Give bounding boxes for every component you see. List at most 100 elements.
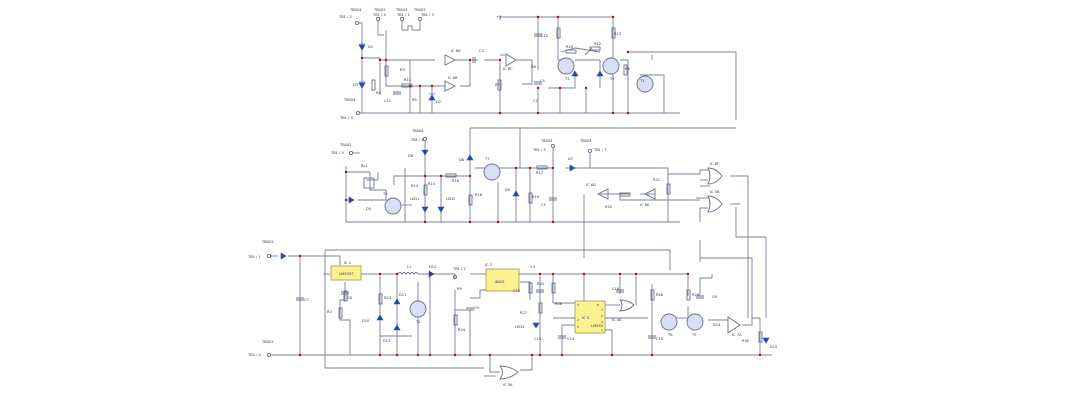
label-ic5b: IC 5B xyxy=(710,190,720,194)
diode-d4 xyxy=(280,252,287,260)
label-r13: R13 xyxy=(614,32,621,36)
label-r20: R20 xyxy=(605,205,613,209)
bottom-component-labels: C7 C8 R2 R23 D11 D10 D13 L1 D12 T2 R9 R2… xyxy=(304,265,777,387)
label-r7: R7 xyxy=(495,83,500,87)
label-d14: D14 xyxy=(713,323,721,327)
mid-connector-label-4: TB1 / 7 xyxy=(593,148,607,152)
label-t5: T5 xyxy=(609,77,614,81)
middle-gates xyxy=(596,167,723,213)
top-connector-label-5: TB1 / 3 xyxy=(339,116,353,120)
capacitor-c10 xyxy=(536,289,544,293)
gate-ic5a xyxy=(499,365,519,380)
transistor-t8 xyxy=(660,313,678,331)
label-r29: R29 xyxy=(692,293,700,297)
gate-ic4a xyxy=(619,299,635,312)
ic3-pin-label-1: 1 xyxy=(601,328,603,332)
resistor-r28 xyxy=(650,289,655,301)
bottom-resistors xyxy=(338,282,763,343)
top-tb-label-1: TB004 xyxy=(349,8,362,12)
transistor-t6 xyxy=(384,197,402,215)
label-c16: C16 xyxy=(612,287,620,291)
ic2-label: IC 2 xyxy=(485,263,492,267)
label-t6: T6 xyxy=(382,192,388,196)
ic3-pin-label-5: 5 xyxy=(577,325,579,329)
resistor-r19 xyxy=(528,192,533,204)
capacitor-c13 xyxy=(558,335,566,339)
ic3-label: IC 3 xyxy=(582,316,589,320)
middle-diodes xyxy=(348,149,576,213)
transistor-t7 xyxy=(483,163,501,181)
resistor-r10 xyxy=(565,49,577,54)
gate-ic6a xyxy=(444,54,457,66)
bottom-transistors xyxy=(409,300,704,331)
label-rl1: RL1 xyxy=(361,164,368,168)
diode-d9 xyxy=(512,190,520,197)
label-c5: C5 xyxy=(541,203,546,207)
bottom-tb-label-1: TB002 xyxy=(261,240,274,244)
label-c9: C9 xyxy=(474,306,480,310)
bottom-diodes xyxy=(280,252,770,344)
label-r11: R11 xyxy=(404,78,411,82)
label-r21: R21 xyxy=(653,178,660,182)
label-t7: T7 xyxy=(484,157,489,161)
diode-d15 xyxy=(762,337,770,344)
label-c15: C15 xyxy=(656,337,663,341)
label-r28: R28 xyxy=(656,293,664,297)
top-capacitors xyxy=(393,33,542,95)
middle-resistors xyxy=(423,165,671,206)
label-c12: C12 xyxy=(541,34,548,38)
label-c4: C4 xyxy=(540,79,546,83)
top-tb-label-5: TB004 xyxy=(343,98,356,102)
top-connector-label-1: TB1 / 2 xyxy=(338,15,352,19)
top-wires xyxy=(359,16,737,120)
middle-component-labels: D5 D6 R14 R15 R16 T6 LED1 LED2 D8 T7 R18… xyxy=(366,154,720,211)
bottom-wires xyxy=(271,175,772,377)
capacitor-c11 xyxy=(393,91,401,95)
label-c14: C14 xyxy=(567,337,575,341)
resistor-r8 xyxy=(556,27,561,39)
label-c8: C8 xyxy=(347,296,353,300)
label-c7: C7 xyxy=(304,298,309,302)
inductor-l1 xyxy=(397,272,419,275)
resistor-r17 xyxy=(536,165,548,170)
label-r25: R25 xyxy=(537,282,544,286)
label-r27: R27 xyxy=(520,311,527,315)
label-d9: D9 xyxy=(505,188,511,192)
resistor-r7 xyxy=(497,79,502,91)
ic1-lm2937 xyxy=(330,265,362,281)
led-led3 xyxy=(532,322,540,329)
resistor-r21 xyxy=(666,183,671,195)
transistor-t3 xyxy=(557,57,575,75)
label-r4: R4 xyxy=(376,91,381,95)
resistor-r1 xyxy=(343,290,348,302)
capacitor-c15 xyxy=(648,335,656,339)
resistor-r13 xyxy=(611,27,616,39)
label-r19: R19 xyxy=(532,195,540,199)
mid-connector-label-3: TB1 / 5 xyxy=(532,148,546,152)
gate-ic6f xyxy=(707,167,723,185)
label-r8: R8 xyxy=(531,65,536,69)
diode-d2b xyxy=(596,70,604,77)
capacitor-c12 xyxy=(534,33,542,37)
label-r17: R17 xyxy=(536,171,543,175)
ic3-pin-label-7: 7 xyxy=(601,308,603,312)
top-junctions xyxy=(360,15,630,115)
middle-terminals xyxy=(348,136,593,156)
gate-ic6b xyxy=(444,80,457,92)
top-tb-label-2: TB002 xyxy=(373,8,386,12)
mid-connector-label-1: TB1 / 5 xyxy=(330,151,344,155)
resistor-r16 xyxy=(445,173,457,178)
label-c11: C11 xyxy=(384,99,391,103)
top-tb-label-4: TB002 xyxy=(413,8,426,12)
capacitor-c16 xyxy=(696,295,704,299)
label-ic5a: IC 5A xyxy=(503,383,513,387)
mid-connector-label-2: TB1 / 6 xyxy=(410,138,424,142)
diode-d13 xyxy=(393,324,401,331)
middle-transistors xyxy=(384,163,501,215)
top-component-labels: D1 D3 R4 R3 R11 C11 R5 D2 IC 6A IC 6B C3… xyxy=(353,15,644,104)
label-d5: D5 xyxy=(366,207,371,211)
label-t8: T8 xyxy=(667,333,673,337)
label-ic7a: IC 7A xyxy=(732,333,742,337)
resistor-r27 xyxy=(538,302,543,314)
